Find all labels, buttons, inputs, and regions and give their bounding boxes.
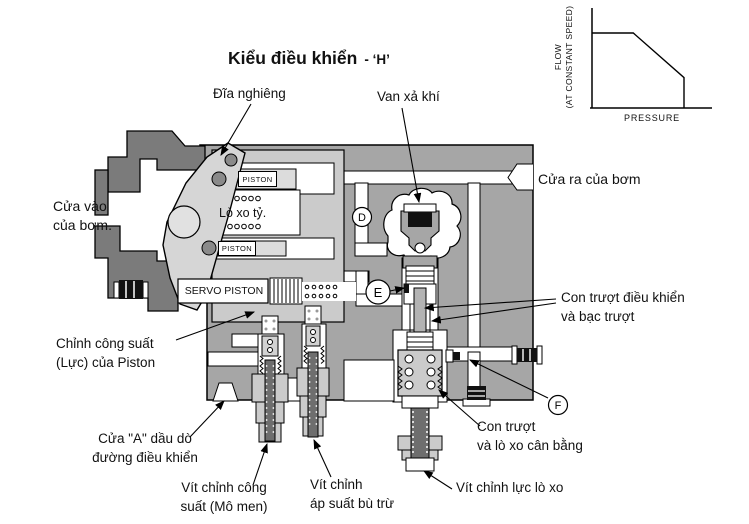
pump-outlet-flag	[507, 163, 533, 191]
leader-marker-f	[469, 359, 549, 399]
pq-curve-chart	[590, 8, 712, 109]
label-power-adjust: Chỉnh công suất (Lực) của Piston	[56, 336, 156, 370]
balance-spool-block	[397, 349, 443, 397]
label-compensator-screw: Vít chỉnh áp suất bù trừ	[310, 477, 395, 511]
label-pump-inlet: Cửa vào của bơm.	[53, 198, 112, 233]
orifice-element	[445, 349, 460, 363]
torque-adjust-screw	[251, 315, 289, 443]
compensator-adjust-screw	[296, 305, 330, 438]
label-swash-plate: Đĩa nghiêng	[213, 86, 286, 101]
leader-compensator-screw	[313, 439, 332, 478]
marker-f-text: F	[555, 400, 562, 412]
slipper-bottom	[201, 240, 217, 256]
label-control-spool: Con trượt điều khiển và bạc trượt	[561, 290, 685, 324]
title-suffix: - ‘H’	[364, 52, 390, 67]
label-balance-spool: Con trượt và lò xo cân bằng	[477, 419, 583, 453]
slipper-top	[211, 171, 227, 187]
label-port-a: Cửa "A" dầu dò đường điều khiển	[92, 431, 198, 465]
leader-control-spool-1	[423, 298, 557, 312]
label-rate-spring: Lò xo tỷ.	[219, 206, 267, 220]
marker-f-circle: F	[547, 394, 569, 416]
label-servo-piston: SERVO PISTON	[184, 285, 264, 297]
label-spring-screw: Vít chỉnh lực lò xo	[456, 480, 564, 495]
control-spool	[403, 283, 437, 351]
leader-control-spool-2	[430, 302, 557, 324]
leader-torque-screw	[252, 442, 268, 486]
page-title: Kiểu điều khiển - ‘H’	[228, 48, 390, 69]
plate-pivot	[224, 153, 238, 167]
servo-spring-dots	[304, 284, 338, 299]
label-torque-screw: Vít chỉnh công suất (Mô men)	[180, 480, 268, 514]
marker-d-text: D	[358, 212, 366, 224]
chart-y-label: FLOW (AT CONSTANT SPEED)	[553, 5, 574, 109]
leader-air-valve	[401, 107, 422, 204]
chart-x-label: PRESSURE	[624, 113, 680, 123]
servo-piston	[177, 277, 356, 305]
label-pump-outlet: Cửa ra của bơm	[538, 171, 641, 187]
air-bleed-valve	[400, 203, 440, 285]
leader-balance-spool	[438, 389, 481, 427]
leader-lines	[175, 103, 557, 490]
leader-marker-e	[389, 286, 406, 294]
label-air-bleed-valve: Van xả khí	[377, 89, 440, 104]
swash-plate	[162, 142, 246, 311]
label-piston-top: PISTON	[238, 171, 277, 187]
leader-swash-plate	[220, 103, 252, 156]
bottom-plug	[462, 386, 491, 407]
leader-port-a	[189, 400, 225, 438]
marker-e-circle: E	[365, 279, 391, 305]
port-a-notch	[212, 382, 239, 402]
title-main: Kiểu điều khiển	[228, 48, 358, 68]
label-piston-bottom: PISTON	[218, 241, 256, 256]
marker-d-circle: D	[351, 206, 373, 228]
leader-spring-screw	[423, 470, 453, 490]
side-plug-right	[511, 345, 543, 365]
pq-curve-line	[592, 32, 685, 108]
housing-plug	[113, 280, 149, 299]
spring-force-screw	[397, 395, 443, 472]
marker-e-text: E	[374, 285, 383, 300]
leader-power-adjust	[175, 311, 256, 341]
